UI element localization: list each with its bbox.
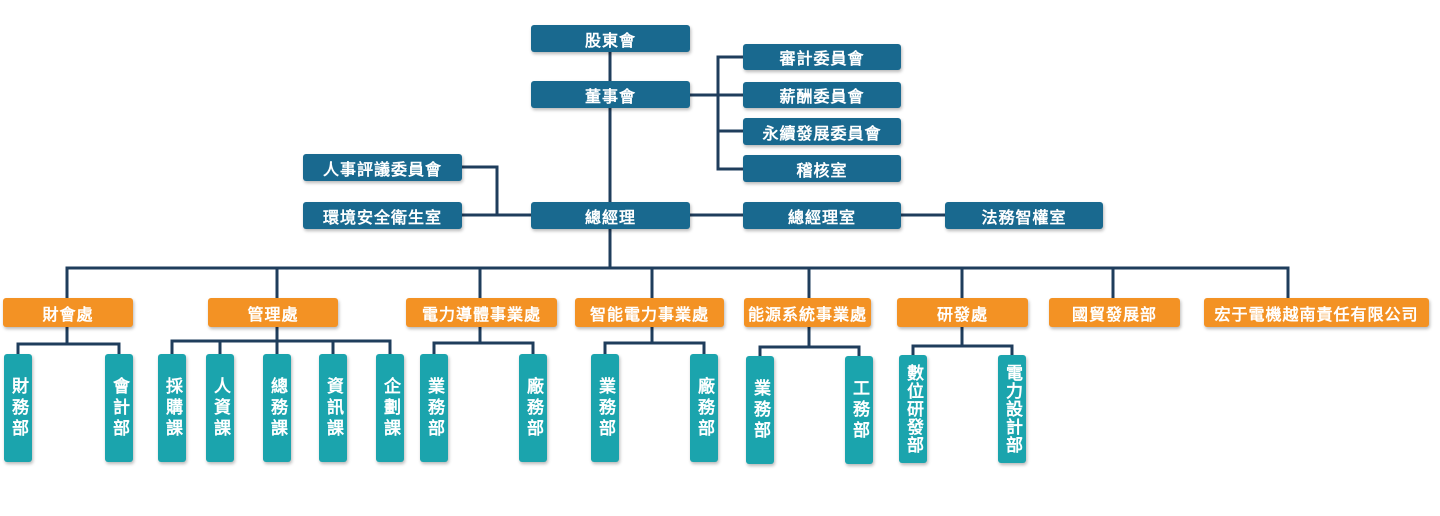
node-unit-procurement: 採購課 (158, 354, 186, 462)
node-division-rd: 研發處 (897, 298, 1028, 327)
node-unit-general-affairs: 總務課 (263, 354, 291, 462)
node-division-administration: 管理處 (208, 298, 338, 327)
node-ehs-office: 環境安全衛生室 (303, 202, 462, 229)
node-division-international-trade: 國貿發展部 (1049, 298, 1180, 327)
node-legal-ip-office: 法務智權室 (945, 202, 1103, 229)
node-unit-energy-engineering: 工務部 (845, 356, 873, 464)
node-unit-digital-rd: 數位研發部 (899, 355, 927, 463)
node-unit-conductor-plant: 廠務部 (519, 354, 547, 462)
node-gm-office: 總經理室 (743, 202, 901, 229)
node-unit-information: 資訊課 (319, 354, 347, 462)
node-shareholders-meeting: 股東會 (531, 25, 690, 52)
node-unit-smart-plant: 廠務部 (690, 354, 718, 462)
node-remuneration-committee: 薪酬委員會 (743, 82, 901, 108)
node-unit-accounting-dept: 會計部 (105, 354, 133, 462)
node-unit-smart-sales: 業務部 (591, 354, 619, 462)
node-unit-power-design: 電力設計部 (998, 355, 1026, 463)
node-division-energy-systems: 能源系統事業處 (744, 298, 871, 327)
node-board-of-directors: 董事會 (531, 81, 690, 108)
node-unit-finance-dept: 財務部 (4, 354, 32, 462)
node-unit-planning: 企劃課 (376, 354, 404, 462)
node-sustainability-committee: 永續發展委員會 (743, 118, 901, 145)
node-personnel-review-committee: 人事評議委員會 (303, 154, 462, 181)
node-internal-audit-office: 稽核室 (743, 155, 901, 182)
node-division-power-conductor: 電力導體事業處 (406, 298, 557, 327)
node-unit-energy-sales: 業務部 (746, 356, 774, 464)
node-division-finance: 財會處 (3, 298, 133, 327)
node-general-manager: 總經理 (531, 202, 690, 229)
node-division-vietnam-subsidiary: 宏于電機越南責任有限公司 (1204, 298, 1429, 327)
node-division-smart-power: 智能電力事業處 (575, 298, 724, 327)
node-unit-human-resources: 人資課 (206, 354, 234, 462)
node-unit-conductor-sales: 業務部 (420, 354, 448, 462)
node-audit-committee: 審計委員會 (743, 44, 901, 70)
